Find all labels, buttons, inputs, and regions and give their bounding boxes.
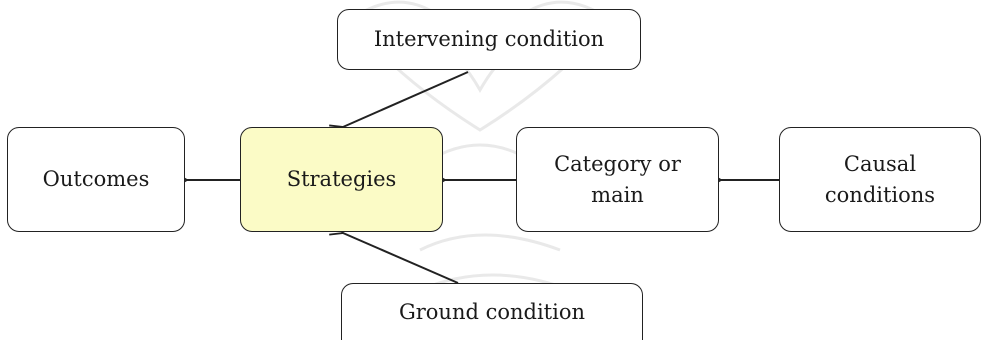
node-outcomes-label: Outcomes: [42, 167, 150, 192]
node-category-or-main-label: Category or main: [554, 152, 681, 207]
node-category-or-main: Category or main: [516, 127, 719, 232]
node-strategies-label: Strategies: [286, 167, 397, 192]
node-causal-conditions: Causal conditions: [779, 127, 981, 232]
node-causal-conditions-label: Causal conditions: [824, 152, 936, 207]
node-intervening-condition: Intervening condition: [337, 9, 641, 70]
node-ground-condition-label: Ground condition: [398, 299, 586, 324]
node-ground-condition: Ground condition: [341, 283, 643, 340]
node-outcomes: Outcomes: [7, 127, 185, 232]
arrow-intervening-to-strategies: [329, 71, 469, 139]
node-intervening-condition-label: Intervening condition: [373, 27, 605, 52]
node-strategies: Strategies: [240, 127, 443, 232]
arrow-ground-to-strategies: [329, 221, 459, 284]
